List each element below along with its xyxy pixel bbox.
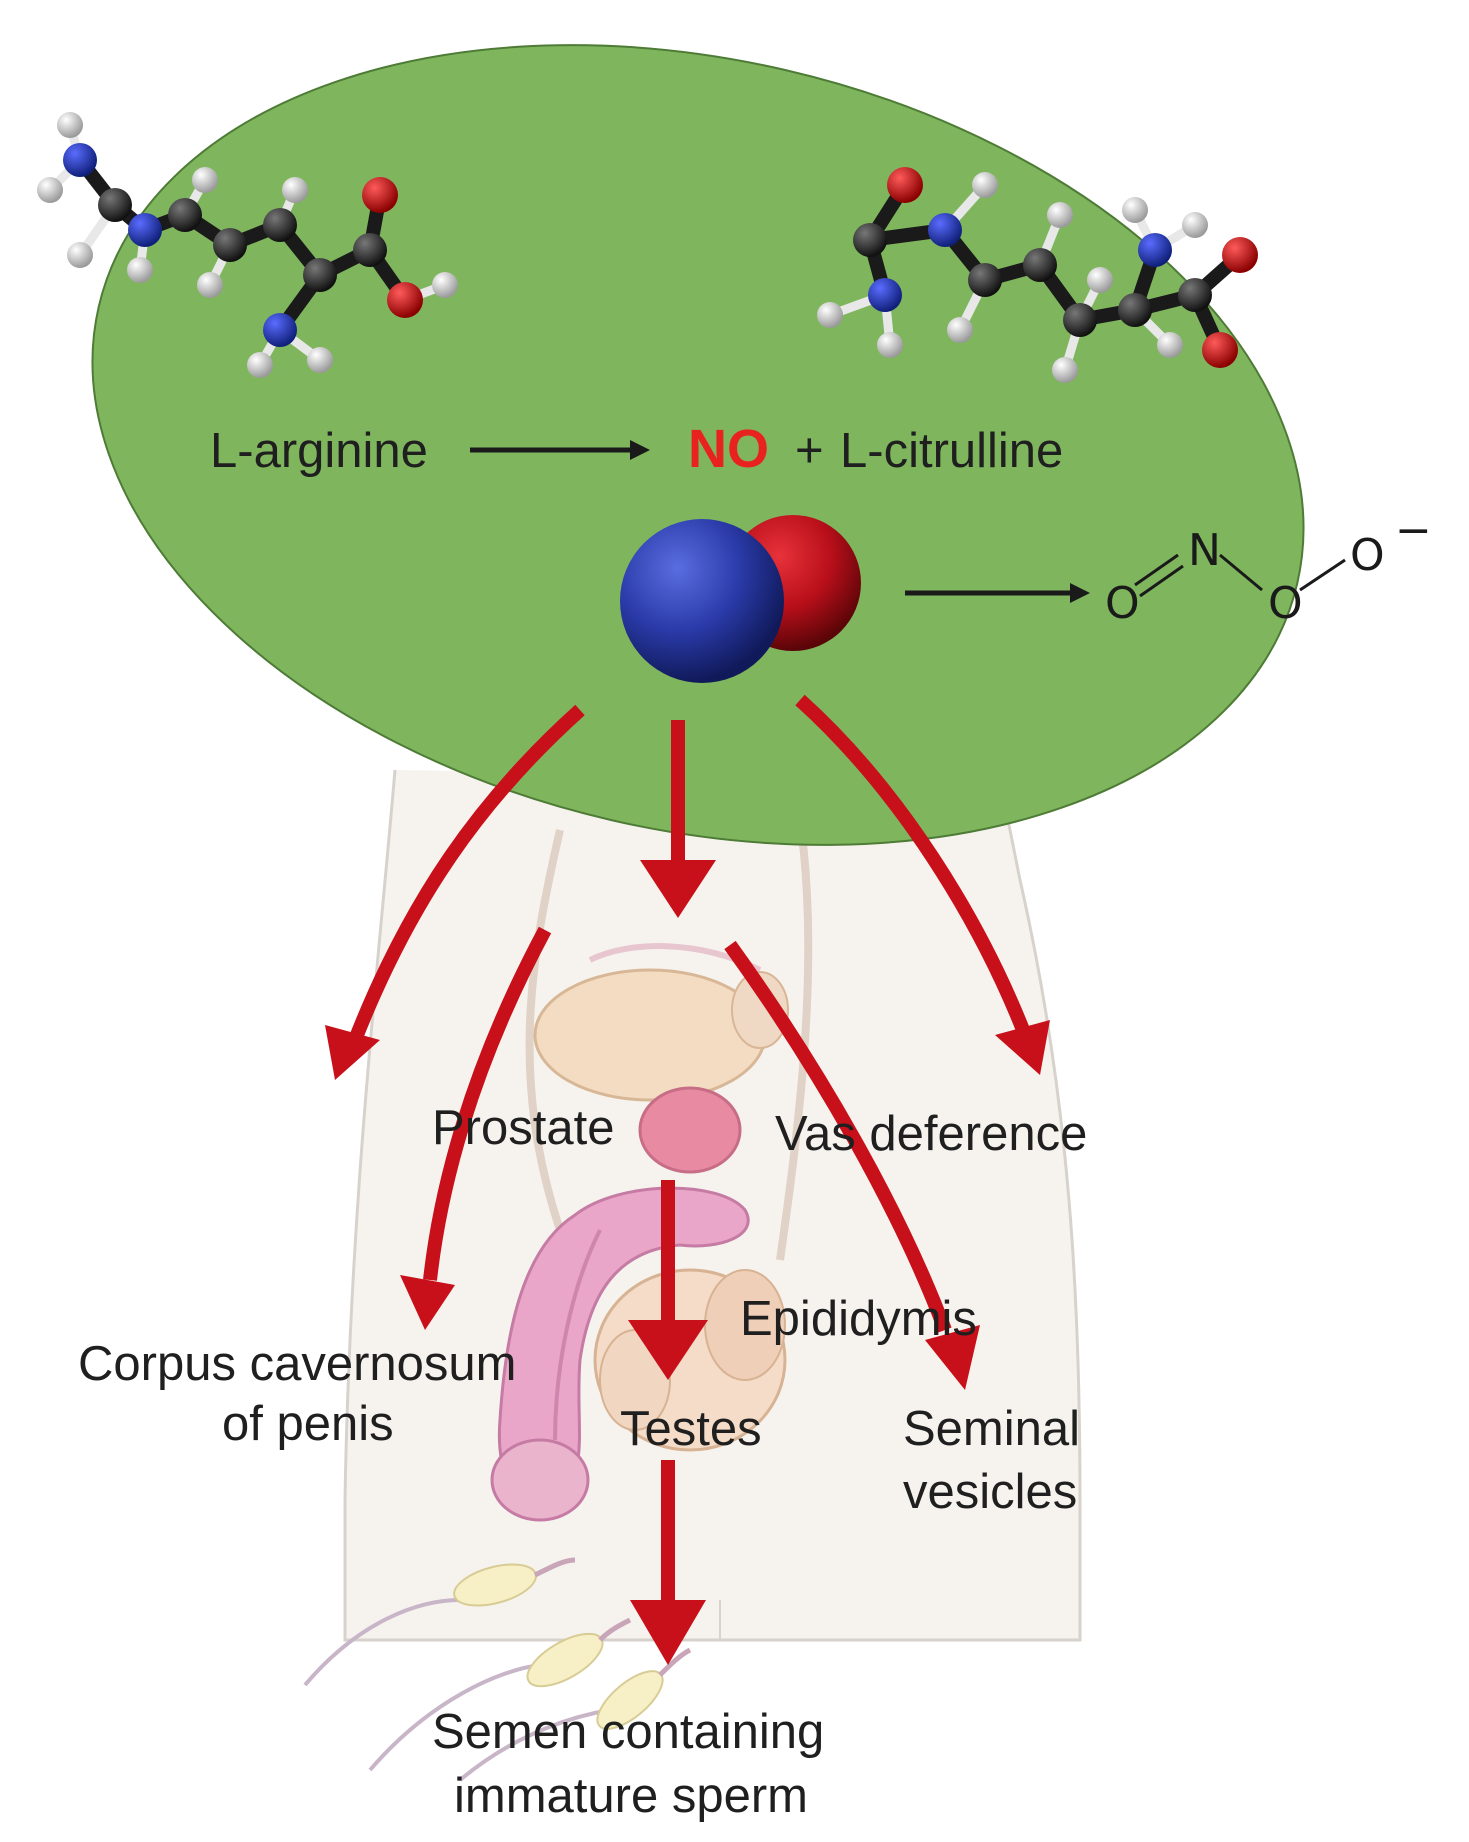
corpus-cavernosum-label-line2: of penis [222, 1397, 394, 1451]
vas-deference-label: Vas deference [775, 1107, 1087, 1161]
no-label: NO [688, 419, 769, 479]
arrow-to-seminal [724, 940, 952, 1333]
penis-shape [497, 1186, 750, 1507]
red-arrows [325, 694, 1050, 1665]
nitric-oxide-molecule [620, 515, 861, 683]
l-arginine-label: L-arginine [210, 424, 428, 478]
seminal-vesicles-label-line2: vesicles [903, 1465, 1077, 1519]
testes-label: Testes [620, 1402, 762, 1456]
prostate-shape [638, 1086, 742, 1174]
arrow-to-corpus [423, 926, 552, 1281]
epididymis-label: Epididymis [740, 1292, 977, 1346]
vas-deferens-tube [525, 829, 564, 1232]
peroxynitrite-atom-o1: O [1105, 578, 1140, 629]
arrow-to-left [348, 704, 585, 1043]
semen-label-line2: immature sperm [454, 1769, 808, 1823]
corpus-cavernosum-label-line1: Corpus cavernosum [78, 1337, 516, 1391]
plus-sign: + [795, 424, 824, 478]
cell-ellipse [91, 44, 1305, 846]
peroxynitrite-structure: O N O O − [1105, 505, 1432, 629]
l-citrulline-label: L-citrulline [840, 424, 1063, 478]
l-citrulline-molecule [817, 167, 1258, 383]
reaction-arrow [470, 440, 650, 460]
peroxynitrite-atom-o3: O [1350, 530, 1385, 581]
peroxynitrite-atom-n: N [1188, 525, 1221, 576]
anatomy-illustration [303, 769, 1082, 1782]
sperm-illustration [303, 1557, 692, 1782]
seminal-vesicles-label-line1: Seminal [903, 1402, 1080, 1456]
l-arginine-molecule [37, 112, 458, 378]
semen-label-line1: Semen containing [432, 1705, 824, 1759]
arrow-to-right [795, 694, 1032, 1038]
peroxynitrite-atom-o2: O [1268, 578, 1303, 629]
peroxynitrite-arrow [905, 583, 1090, 603]
peroxynitrite-charge: − [1395, 505, 1432, 556]
prostate-label: Prostate [432, 1101, 614, 1155]
bladder-shape [533, 968, 767, 1102]
